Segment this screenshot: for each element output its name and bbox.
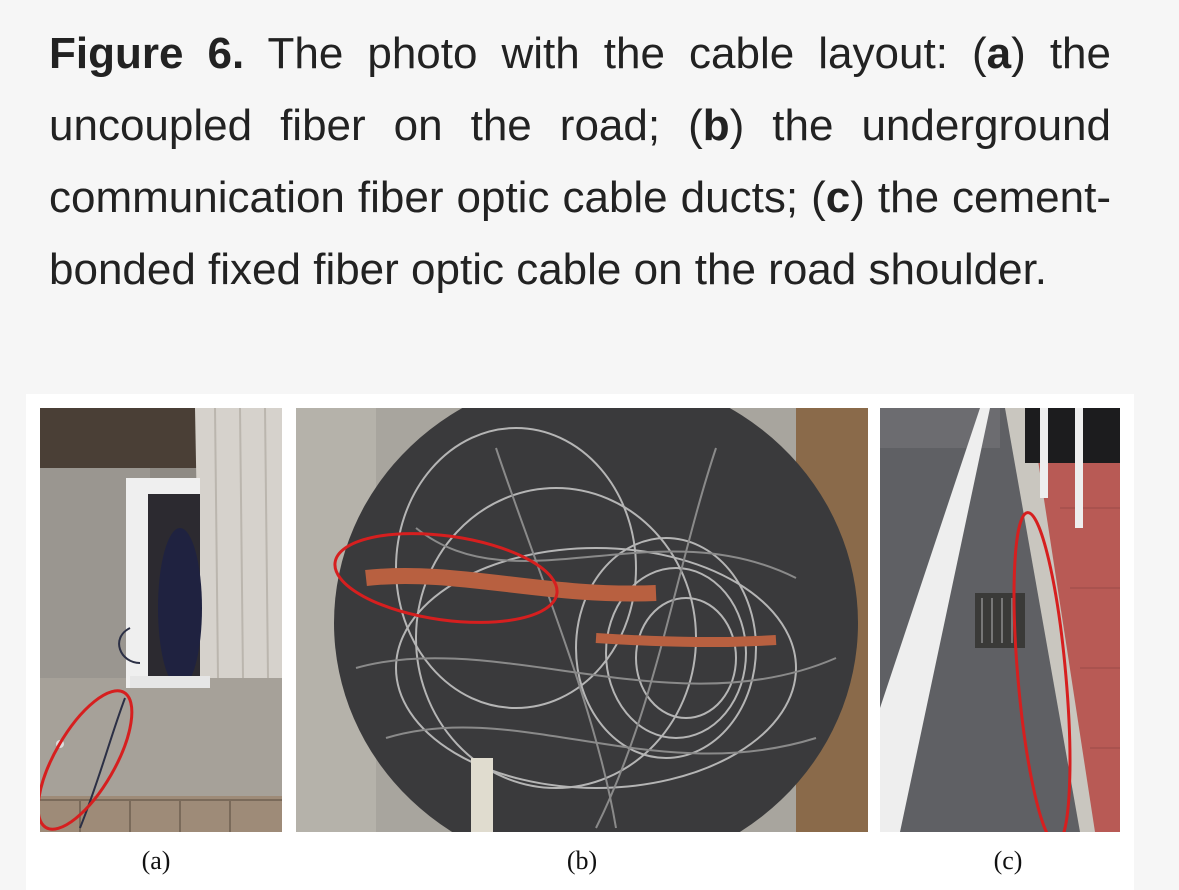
photo-b-cable-duct [296,408,868,832]
panel-label-b: (b) [566,846,598,875]
caption-text-4: ) the cement-bonded fixed fiber optic ca… [49,173,1111,294]
photo-panel-b [296,408,868,832]
caption-figure-number: Figure 6. [49,29,245,78]
caption-text-2: ) the uncoupled fiber on the road; ( [49,29,1112,150]
caption-text-3: ) the underground communication fiber op… [49,101,1111,222]
photo-c-road-shoulder [880,408,1120,832]
photo-panel-c [880,408,1120,832]
panel-label-a: (a) [141,846,171,875]
caption-text-1: The photo with the cable layout: ( [244,29,987,78]
figure-caption: Figure 6. The photo with the cable layou… [49,18,1111,306]
photo-panel-a [40,408,282,832]
panel-label-c: (c) [993,846,1023,875]
caption-ref-a: a [986,29,1012,78]
photo-a-uncoupled-fiber [40,408,282,832]
figure-panel-area: (a) (b) (c) [26,394,1134,890]
caption-ref-b: b [702,101,730,150]
caption-ref-c: c [825,173,851,222]
